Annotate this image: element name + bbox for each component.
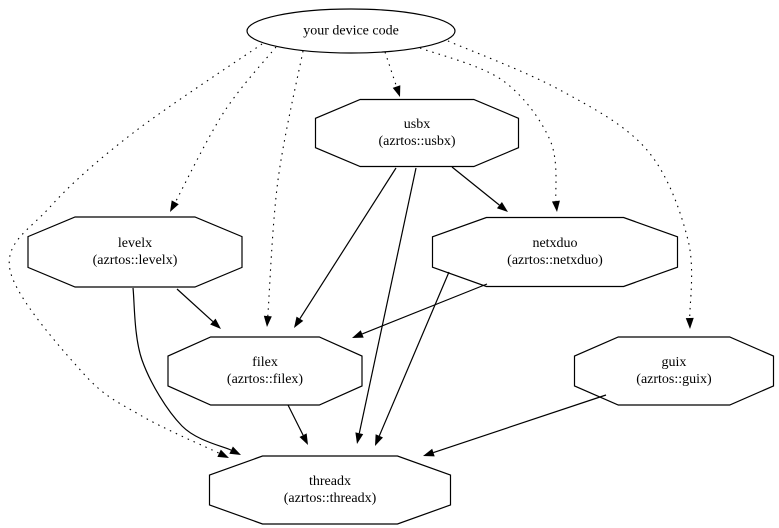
edge-line-dotted [447, 40, 693, 319]
levelx-octagon-shape [27, 216, 243, 288]
edge-guix-to-threadx [423, 394, 607, 457]
arrowhead-icon [496, 201, 508, 212]
arrowhead-icon [423, 448, 435, 457]
arrowhead-icon [299, 433, 308, 445]
arrowhead-icon [392, 85, 401, 97]
threadx-sublabel: (azrtos::threadx) [284, 491, 377, 506]
netxduo-sublabel: (azrtos::netxduo) [507, 253, 603, 268]
edge-line-solid [299, 167, 397, 320]
arrowhead-icon [375, 434, 383, 446]
arrowhead-icon [210, 318, 221, 329]
edge-line-dotted [267, 50, 304, 317]
edge-line-solid [176, 288, 214, 323]
usbx-octagon-shape [314, 98, 520, 168]
arrowhead-icon [217, 449, 229, 458]
guix-sublabel: (azrtos::guix) [636, 372, 712, 387]
device-ellipse-shape [246, 8, 456, 54]
edge-usbx-to-netxduo [451, 166, 508, 212]
edge-device-to-guix [447, 40, 694, 329]
node-threadx: threadx(azrtos::threadx) [208, 455, 452, 525]
edge-line-solid [433, 394, 607, 454]
edge-line-solid [132, 287, 232, 451]
node-usbx: usbx(azrtos::usbx) [314, 98, 520, 168]
node-filex: filex(azrtos::filex) [167, 336, 363, 406]
edge-line-dotted [384, 51, 398, 87]
edge-line-solid [361, 283, 488, 335]
arrowhead-icon [229, 446, 241, 455]
edge-levelx-to-threadx [132, 287, 241, 455]
threadx-octagon-shape [208, 455, 452, 525]
arrowhead-icon [294, 316, 304, 328]
edge-filex-to-threadx [287, 404, 308, 445]
edge-usbx-to-threadx [355, 167, 417, 444]
arrowhead-icon [551, 200, 560, 212]
edge-line-solid [451, 166, 500, 206]
arrowhead-icon [263, 315, 272, 327]
usbx-label: usbx [404, 117, 430, 132]
edge-netxduo-to-threadx [375, 271, 450, 446]
arrowhead-icon [170, 200, 179, 212]
usbx-sublabel: (azrtos::usbx) [379, 134, 456, 149]
node-guix: guix(azrtos::guix) [573, 336, 775, 406]
edge-device-to-threadx [8, 43, 263, 458]
guix-octagon-shape [573, 336, 775, 406]
levelx-label: levelx [118, 236, 152, 251]
node-device: your device code [246, 8, 456, 54]
threadx-label: threadx [309, 474, 351, 489]
node-netxduo: netxduo(azrtos::netxduo) [431, 216, 679, 288]
levelx-sublabel: (azrtos::levelx) [93, 253, 178, 268]
netxduo-label: netxduo [532, 236, 577, 251]
filex-label: filex [252, 355, 278, 370]
edge-line-solid [287, 404, 304, 436]
edge-line-dotted [419, 47, 557, 202]
guix-label: guix [662, 355, 687, 370]
edge-device-to-usbx [384, 51, 401, 97]
edge-line-solid [378, 271, 450, 437]
edge-usbx-to-filex [294, 167, 397, 328]
edge-line-dotted [8, 43, 263, 454]
arrowhead-icon [352, 330, 364, 338]
edge-levelx-to-filex [176, 288, 221, 329]
filex-sublabel: (azrtos::filex) [227, 372, 304, 387]
edge-netxduo-to-filex [352, 283, 488, 338]
netxduo-octagon-shape [431, 216, 679, 288]
arrowhead-icon [355, 432, 364, 444]
edge-line-solid [358, 167, 417, 434]
node-levelx: levelx(azrtos::levelx) [27, 216, 243, 288]
device-label: your device code [303, 24, 399, 39]
edge-device-to-filex [263, 50, 304, 327]
edge-device-to-netxduo [419, 47, 560, 212]
arrowhead-icon [685, 317, 694, 329]
filex-octagon-shape [167, 336, 363, 406]
edge-device-to-levelx [170, 46, 277, 212]
edge-line-dotted [174, 46, 277, 203]
